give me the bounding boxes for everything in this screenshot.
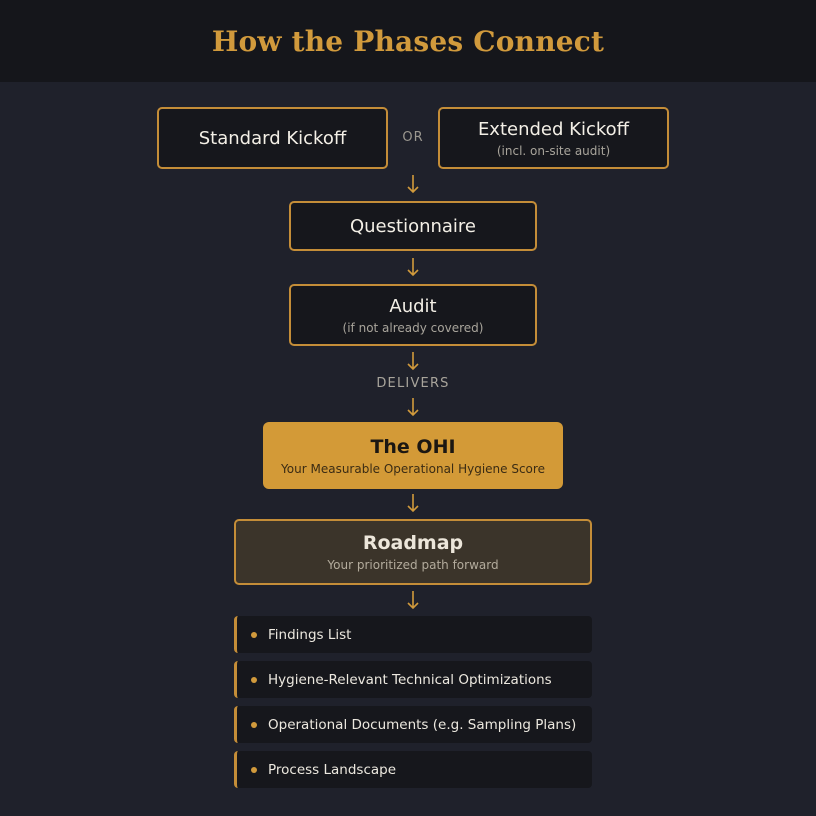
list-item: Hygiene-Relevant Technical Optimizations <box>234 661 592 698</box>
arrow-down-icon <box>406 397 420 417</box>
bullet-icon <box>251 631 257 638</box>
or-label: OR <box>402 130 424 145</box>
list-item: Process Landscape <box>234 751 592 788</box>
roadmap-subtitle: Your prioritized path forward <box>327 558 499 572</box>
page-title: How the Phases Connect <box>211 24 605 58</box>
standard-kickoff-box: Standard Kickoff <box>157 107 388 169</box>
arrow-down-icon <box>406 174 420 194</box>
bullet-icon <box>251 766 257 773</box>
list-item: Operational Documents (e.g. Sampling Pla… <box>234 706 592 743</box>
arrow-down-icon <box>406 493 420 513</box>
ohi-box: The OHI Your Measurable Operational Hygi… <box>263 422 563 489</box>
questionnaire-label: Questionnaire <box>349 215 477 237</box>
header: How the Phases Connect <box>0 0 816 82</box>
audit-box: Audit (if not already covered) <box>289 284 537 346</box>
ohi-title: The OHI <box>370 435 456 458</box>
ohi-subtitle: Your Measurable Operational Hygiene Scor… <box>281 461 545 476</box>
audit-label: Audit <box>389 295 437 317</box>
audit-sub: (if not already covered) <box>342 320 484 335</box>
extended-kickoff-label: Extended Kickoff <box>477 118 630 140</box>
arrow-down-icon <box>406 257 420 277</box>
deliverable-label: Hygiene-Relevant Technical Optimizations <box>268 671 552 688</box>
bullet-icon <box>251 676 257 683</box>
roadmap-box: Roadmap Your prioritized path forward <box>234 519 592 585</box>
arrow-down-icon <box>406 351 420 371</box>
deliverable-label: Operational Documents (e.g. Sampling Pla… <box>268 716 577 733</box>
deliverable-label: Findings List <box>268 626 352 643</box>
extended-kickoff-sub: (incl. on-site audit) <box>496 143 611 158</box>
roadmap-title: Roadmap <box>362 532 464 554</box>
deliverable-label: Process Landscape <box>268 761 397 778</box>
list-item: Findings List <box>234 616 592 653</box>
delivers-label: DELIVERS <box>376 376 450 391</box>
questionnaire-box: Questionnaire <box>289 201 537 251</box>
standard-kickoff-label: Standard Kickoff <box>198 127 347 149</box>
extended-kickoff-box: Extended Kickoff (incl. on-site audit) <box>438 107 669 169</box>
arrow-down-icon <box>406 590 420 610</box>
bullet-icon <box>251 721 257 728</box>
